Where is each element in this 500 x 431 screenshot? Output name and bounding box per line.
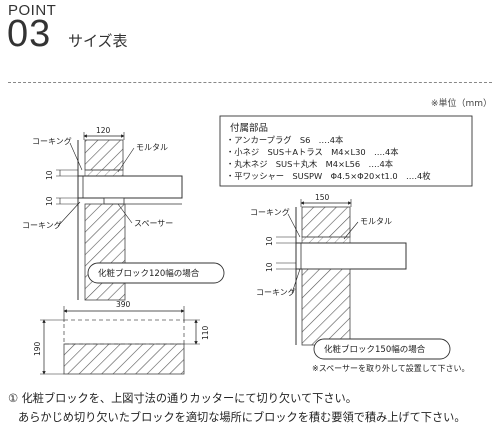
footnote-line-2: あらかじめ切り欠いたブロックを適切な場所にブロックを積む要領で積み上げて下さい。 [18, 411, 466, 424]
left-label-caulking-top: コーキング [32, 136, 72, 146]
right-label-mortar: モルタル [360, 217, 392, 226]
cut-removed-part [63, 319, 185, 345]
right-fixture [295, 242, 407, 270]
right-lower-block [301, 268, 351, 346]
footnote: ① 化粧ブロックを、上図寸法の通りカッターにて切り欠いて下さい。 あらかじめ切り… [8, 389, 494, 427]
right-caption-box [313, 338, 451, 360]
left-lower-block [84, 203, 126, 301]
point-number: 03 [7, 13, 52, 55]
diagram-right: 150 10 10 コーキング モルタル コーキング 化粧ブロック150幅の場合… [250, 193, 470, 373]
accessories-box: 付属部品 ・アンカープラグ S6 ‥‥4本 ・小ネジ SUS＋Aトラス M4×L… [219, 115, 473, 187]
left-label-spacer: スペーサー [134, 219, 173, 228]
footnote-line-1: ① 化粧ブロックを、上図寸法の通りカッターにて切り欠いて下さい。 [8, 392, 357, 405]
right-dim-gap-lower: 10 [265, 262, 274, 272]
left-caption: 化粧ブロック120幅の場合 [98, 268, 200, 279]
accessory-item: ・小ネジ SUS＋Aトラス M4×L30 ‥‥4本 [226, 147, 399, 157]
unit-note: ※単位（mm） [430, 99, 492, 109]
accessories-title: 付属部品 [230, 122, 268, 134]
accessory-item: ・アンカープラグ S6 ‥‥4本 [226, 135, 343, 145]
page-header: POINT 03 サイズ表 [7, 2, 492, 86]
accessory-item: ・平ワッシャー SUSPW Φ4.5×Φ20×t1.0 ‥‥4枚 [226, 171, 431, 181]
right-caption: 化粧ブロック150幅の場合 [324, 344, 426, 355]
header-divider [8, 82, 492, 83]
left-dim-gap-lower: 10 [45, 196, 54, 206]
left-dim-gap-upper: 10 [45, 170, 54, 180]
right-mortar [301, 236, 351, 244]
left-label-mortar: モルタル [136, 143, 168, 152]
right-label-caulking-top: コーキング [250, 207, 290, 217]
left-caption-box [87, 262, 225, 284]
cut-dim-height: 190 [33, 341, 42, 356]
diagram-left: 120 10 10 コーキング モルタル コーキング スペーサー 化粧ブロック1… [22, 126, 225, 301]
right-dim-gap-upper: 10 [265, 236, 274, 246]
diagram-cut: 390 190 110 [33, 300, 210, 375]
right-label-caulking-bottom: コーキング [256, 287, 296, 297]
left-dim-width: 120 [96, 126, 111, 135]
right-note: ※スペーサーを取り外して設置して下さい。 [312, 363, 470, 373]
right-upper-block [301, 206, 351, 238]
accessory-item: ・丸木ネジ SUS＋丸木 M4×L56 ‥‥4本 [226, 159, 393, 169]
left-upper-block [84, 139, 124, 171]
section-title: サイズ表 [68, 32, 128, 50]
cut-dim-cut: 110 [201, 325, 210, 340]
left-label-caulking-bottom: コーキング [22, 220, 62, 230]
left-spacer [103, 197, 125, 205]
cut-dim-length: 390 [116, 300, 131, 309]
left-mortar [84, 169, 124, 177]
cut-block-remaining [63, 343, 185, 375]
right-dim-width: 150 [315, 193, 330, 202]
point-label: POINT [8, 2, 57, 19]
left-fixture [77, 175, 183, 199]
